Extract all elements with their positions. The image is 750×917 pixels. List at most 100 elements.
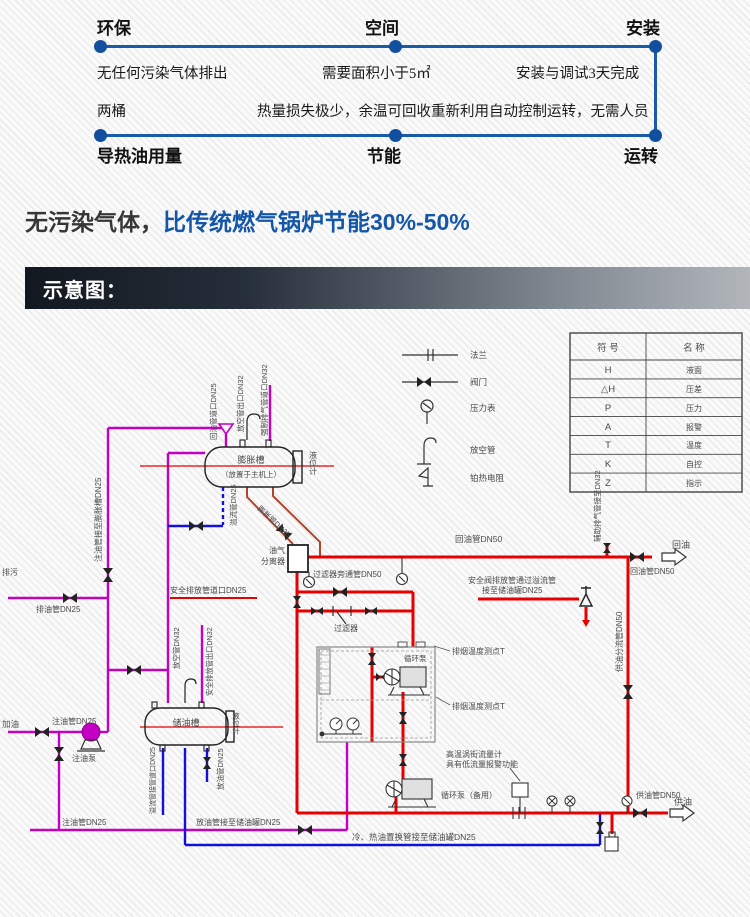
angle-valve-icon — [578, 586, 594, 607]
storage-tank — [144, 678, 235, 752]
table-cell: △H — [601, 384, 615, 395]
gauge-icon — [422, 402, 432, 424]
table-cell: K — [605, 459, 612, 470]
table-cell: A — [605, 422, 612, 433]
timeline-desc-env: 无任何污染气体排出 — [97, 66, 228, 82]
label-drain-sewage: 排污 — [2, 567, 18, 577]
label-cold-hot-exchange: 冷、热油置换管接至储油罐DN25 — [352, 832, 476, 842]
separator-label-2: 分离器 — [261, 556, 285, 566]
headline: 无污染气体，比传统燃气锅炉节能30%-50% — [25, 203, 470, 237]
expansion-tank — [204, 413, 303, 488]
timeline-desc-oil: 两桶 — [97, 104, 126, 120]
supply-gauges — [546, 795, 633, 813]
label-fill-pump: 注油泵 — [72, 753, 96, 763]
heater-box — [316, 641, 436, 743]
table-cell: 自控 — [686, 459, 702, 469]
timeline-title-env: 环保 — [97, 19, 131, 38]
label-fill-to-expansion: 注油管接至膨胀槽DN25 — [93, 477, 103, 562]
label-expansion-pipe: 膨胀管DN25 — [256, 503, 293, 539]
label-supply-branch: 供油分流管DN50 — [614, 611, 624, 672]
storage-tank-label: 储油槽 — [172, 717, 199, 728]
label-filter-bypass: 过滤器旁通管DN50 — [313, 569, 382, 579]
timeline-dot — [94, 40, 107, 53]
return-arrow-icon — [661, 547, 688, 567]
table-cell: 温度 — [686, 440, 702, 450]
label-safety-valve-1: 安全阀排放管通过溢流管 — [468, 575, 556, 585]
rtd-icon — [417, 466, 433, 487]
separator-label-1: 油气 — [269, 545, 285, 555]
chimney — [318, 648, 331, 695]
valve-icon — [417, 377, 431, 387]
table-cell: 压力 — [686, 403, 702, 413]
table-cell: P — [605, 403, 611, 414]
legend-symbols — [402, 349, 458, 487]
expansion-tank-label: 膨胀槽 — [237, 454, 264, 465]
level-gauge-1-label: 液位计 — [309, 450, 318, 476]
fill-pump-stand — [77, 739, 105, 752]
flowmeter — [509, 767, 529, 819]
label-drain-to-storage: 放油管接至储油罐DN25 — [196, 817, 281, 827]
safety-valve-arrowhead — [582, 620, 590, 627]
vent-icon — [417, 437, 437, 465]
timeline-dot — [649, 129, 662, 142]
fill-pump-impeller — [81, 722, 101, 742]
table-header-name: 名 称 — [683, 342, 705, 354]
label-return: 回油 — [672, 539, 690, 550]
label-overflow-connect-port: 溢流管接管道口DN25 — [148, 747, 157, 814]
label-return-pipe-50b: 回油管DN50 — [630, 566, 675, 576]
label-return-port: 回油管道口DN25 — [208, 383, 218, 440]
legend-vent-label: 放空管 — [470, 445, 496, 455]
timeline-desc-run: 自动控制运转，无需人员 — [489, 104, 649, 120]
timeline-desc-install: 安装与调试3天完成 — [516, 66, 640, 82]
label-vent-pipe-32: 放空管DN32 — [171, 627, 181, 669]
table-cell: Z — [605, 478, 611, 489]
timeline-line-right — [654, 45, 657, 137]
label-flue-temp-1: 排烟温度测点T — [452, 646, 505, 656]
label-drain-pipe-25: 放油管DN25 — [215, 748, 225, 790]
label-safety-discharge-outlet: 安全排放管出口DN32 — [205, 627, 214, 696]
valve-brown — [275, 523, 293, 541]
legend-table: 符 号 名 称 H 液面 △H 压差 P 压力 A 报警 T 温度 K 自控 Z… — [569, 332, 743, 493]
label-vent-outlet: 放空管出口DN32 — [235, 375, 245, 432]
table-cell: 指示 — [686, 478, 702, 488]
table-cell: 压差 — [686, 384, 702, 394]
label-forced-exhaust: 强制排气管道口DN32 — [259, 364, 269, 436]
timeline-title-run: 运转 — [624, 147, 658, 166]
label-supply: 供油 — [674, 796, 692, 807]
label-flowmeter-1: 高温涡街流量计 — [446, 749, 502, 759]
timeline-dot — [649, 40, 662, 53]
timeline-desc-space: 需要面积小于5㎡ — [322, 66, 431, 82]
valves — [35, 521, 647, 835]
label-drain-oil-pipe: 排油管DN25 — [36, 604, 81, 614]
timeline-dot — [389, 40, 402, 53]
label-flue-temp-2: 排烟温度测点T — [452, 701, 505, 711]
sample-flask — [604, 831, 619, 852]
label-safety-valve-2: 接至储油罐DN25 — [482, 585, 543, 595]
label-safety-discharge-port: 安全排放管道口DN25 — [170, 585, 247, 595]
label-filter: 过滤器 — [334, 623, 358, 633]
timeline-title-install: 安装 — [626, 19, 660, 38]
timeline-title-oil: 导热油用量 — [97, 147, 182, 166]
supply-arrow-icon — [669, 803, 696, 823]
timeline-line-bottom — [100, 134, 657, 137]
legend-gauge-label: 压力表 — [470, 403, 496, 413]
timeline-desc-energy: 热量损失极少，余温可回收重新利用 — [257, 104, 489, 120]
schematic-diagram: 法兰 阀门 压力表 放空管 铂热电阻 符 号 名 称 H 液面 △H 压差 P … — [0, 320, 750, 912]
level-gauge-2-label: 液位计 — [231, 711, 240, 736]
label-aux-exhaust: 辅助排气管接至DN32 — [592, 470, 602, 542]
backup-pump — [385, 778, 436, 808]
timeline-line-top — [100, 45, 657, 48]
pipe-brown-network — [246, 487, 321, 556]
filter-icon — [332, 606, 352, 625]
table-header-symbol: 符 号 — [597, 342, 619, 354]
table-cell: 液面 — [686, 365, 702, 375]
table-cell: T — [605, 440, 611, 451]
flange-icon — [402, 349, 458, 361]
oil-gas-separator — [287, 544, 309, 573]
pressure-gauges — [302, 557, 409, 589]
section-title: 示意图： — [43, 279, 127, 302]
boiler-gauges — [319, 717, 362, 737]
section-bar: 示意图： — [25, 267, 750, 309]
timeline-dot — [389, 129, 402, 142]
